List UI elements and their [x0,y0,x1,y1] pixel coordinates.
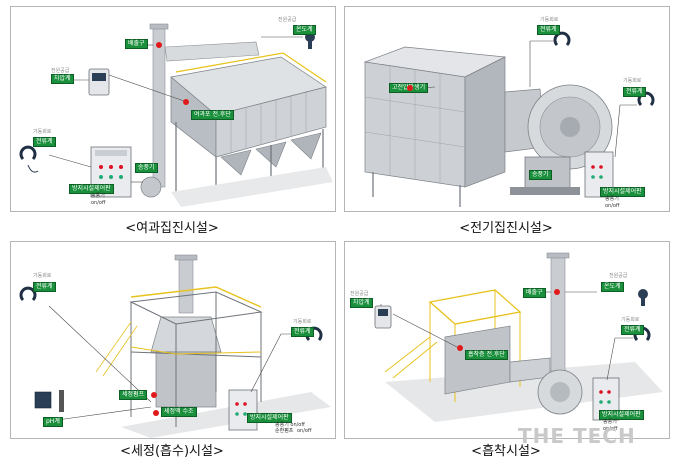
temp-power-label: 전원공급 [609,273,628,279]
control-note-fan: 송풍기 on/off [275,422,305,428]
caption-electrostatic-facility: <전기집진시설> [459,221,553,236]
caption-filter-facility: <여과집진시설> [125,221,219,236]
stack-sensor-dot [156,42,162,48]
ammeter-top-tag: 전류계 [537,25,560,35]
bag-filter-tag: 여과포 전.후단 [191,110,234,120]
ammeter-circuit-label: 기동회로 [33,273,52,279]
ammeter-right-circuit-label: 기동회로 [623,78,642,84]
control-note-fan: 송풍기 [605,196,619,202]
wash-pump-tag: 세정펌프 [119,390,148,400]
wet-scrubber-facility-panel: 기동회로 전류계 기동회로 전류계 세정펌프 세정액 수조 pH계 방지시설제어… [10,241,336,439]
control-panel-tag: 방지시설제어판 [247,413,292,423]
electrostatic-facility-illustration [363,31,655,207]
thermometer-tag: 온도계 [601,282,624,292]
filter-facility-panel: 전원공급 온도계 배출구 전원공급 차압계 여과포 전.후단 기동회로 전류계 … [10,6,336,212]
control-note-onoff: on/off [605,203,620,209]
wash-tank-tag: 세정액 수조 [161,407,197,417]
ph-meter-tag: pH계 [43,417,63,427]
ammeter-circuit-label: 기동회로 [33,129,52,135]
control-panel-tag: 방지시설제어판 [69,184,114,194]
adsorption-illustration [374,252,663,422]
diff-power-label: 전원공급 [51,68,70,74]
filter-facility-illustration [19,23,333,207]
adsorption-facility-panel: 전원공급 차압계 전원공급 온도계 배출구 흡착층 전.후단 기동회로 전류계 … [344,241,670,439]
bag-sensor-dot [183,99,189,105]
stack-sensor-dot [554,289,560,295]
bed-sensor-dot [457,345,463,351]
ammeter-tag: 전류계 [621,325,644,335]
stack-outlet-tag: 배출구 [125,39,148,49]
control-note-onoff: on/off [297,428,312,434]
ammeter-top-circuit-label: 기동회로 [540,17,559,23]
ammeter-right-circuit-label: 기동회로 [293,319,312,325]
the-tech-watermark: THE TECH [518,424,636,448]
hv-sensor-dot [407,85,413,91]
diff-pressure-tag: 차압계 [51,74,74,84]
control-note-pump: 순환펌프 [275,428,294,434]
control-note-fan: 송풍기 [603,419,617,425]
control-note-fan: 송풍기 [91,193,105,199]
control-panel-tag: 방지시설제어판 [600,187,645,197]
control-note-onoff: on/off [603,426,618,432]
ammeter-right-tag: 전류계 [291,327,314,337]
adsorption-bed-tag: 흡착층 전.후단 [465,350,508,360]
tank-sensor-dot [153,410,159,416]
caption-wet-scrubber-facility: <세정(흡수)시설> [120,444,224,459]
ammeter-tag: 전류계 [33,282,56,292]
pump-sensor-dot [151,392,157,398]
caption-adsorption-facility: <흡착시설> [471,444,541,459]
wet-scrubber-illustration [19,254,331,438]
diff-pressure-tag: 차압계 [350,298,373,308]
thermometer-tag: 온도계 [293,25,316,35]
electrostatic-facility-panel: 기동회로 전류계 고전압발생기 기동회로 전류계 송풍기 방지시설제어판 송풍기… [344,6,670,212]
ammeter-right-tag: 전류계 [623,87,646,97]
temp-power-label: 전원공급 [278,17,297,23]
fan-tag: 송풍기 [135,163,158,173]
control-panel-tag: 방지시설제어판 [599,410,644,420]
fan-tag: 송풍기 [529,170,552,180]
diff-power-label: 전원공급 [350,291,369,297]
ammeter-tag: 전류계 [33,137,56,147]
ammeter-circuit-label: 기동회로 [621,317,640,323]
control-note-onoff: on/off [91,200,106,206]
stack-outlet-tag: 배출구 [523,288,546,298]
